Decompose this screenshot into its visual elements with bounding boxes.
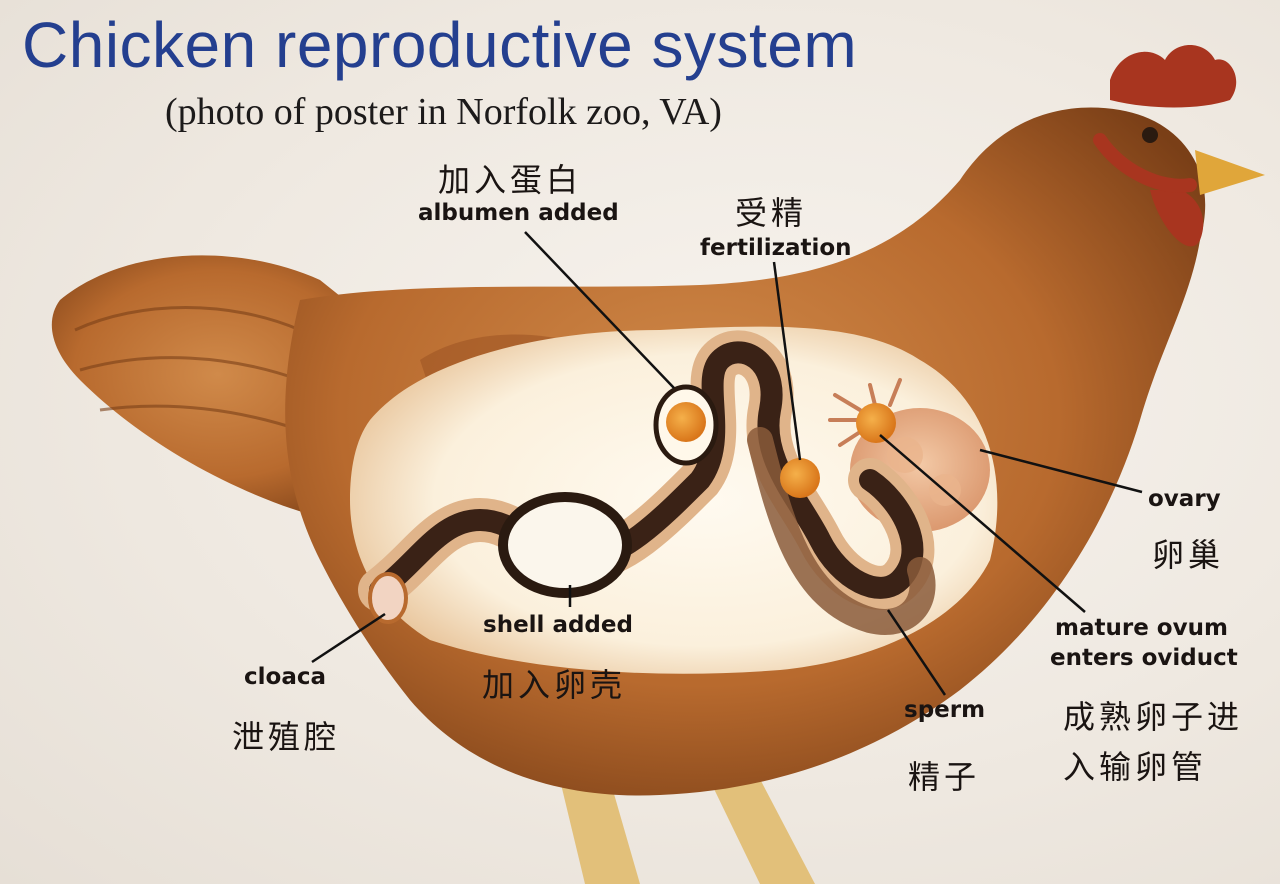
fertilization-label: fertilization	[700, 235, 852, 261]
cloaca-label-zh: 泄殖腔	[232, 718, 341, 756]
shell-label-zh: 加入卵壳	[482, 666, 627, 704]
mature-ovum-label-line2: enters oviduct	[1050, 645, 1238, 671]
cloaca-label: cloaca	[244, 664, 326, 690]
leader-lines	[311, 231, 1143, 696]
cloaca-opening	[368, 572, 408, 624]
mature-ovum-label-zh-line2: 入输卵管	[1063, 748, 1208, 786]
sperm-label-zh: 精子	[908, 758, 981, 796]
shell-label: shell added	[483, 612, 633, 638]
page-subtitle: (photo of poster in Norfolk zoo, VA)	[165, 91, 722, 133]
legs	[560, 760, 815, 884]
albumen-label: albumen added	[418, 200, 619, 226]
albumen-egg	[653, 384, 719, 466]
page-title: Chicken reproductive system	[22, 9, 858, 81]
ovary-label-zh: 卵巢	[1152, 536, 1225, 574]
head	[1093, 45, 1265, 247]
albumen-label-zh: 加入蛋白	[438, 161, 583, 199]
fertilization-label-zh: 受精	[735, 194, 808, 232]
mature-ovum-label-zh-line1: 成熟卵子进	[1063, 698, 1244, 736]
mature-ovum	[856, 403, 896, 443]
sperm-label: sperm	[904, 697, 986, 723]
shelled-egg	[498, 492, 632, 598]
ovary-label: ovary	[1148, 486, 1221, 512]
fertilized-yolk	[780, 458, 820, 498]
mature-ovum-label-line1: mature ovum	[1055, 615, 1228, 641]
